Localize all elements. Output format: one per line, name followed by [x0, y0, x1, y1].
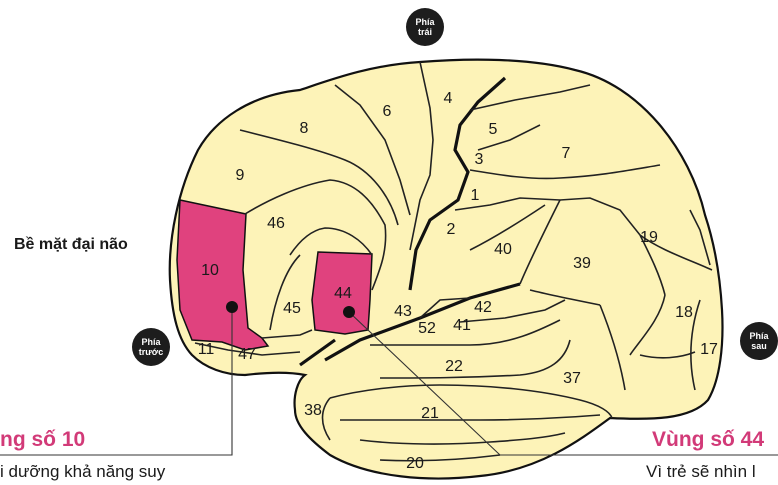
area-label-43: 43 — [394, 303, 412, 320]
area-label-37: 37 — [563, 370, 581, 387]
temporal-top-line — [299, 338, 336, 367]
area-label-6: 6 — [383, 103, 392, 120]
area-label-10: 10 — [201, 262, 219, 279]
area-label-42: 42 — [474, 299, 492, 316]
area-label-3: 3 — [475, 151, 484, 168]
area-label-20: 20 — [406, 455, 424, 472]
area-label-41: 41 — [453, 317, 471, 334]
zone-10-title: ng số 10 — [0, 428, 86, 451]
area-44-highlight — [311, 251, 373, 335]
top-badge-line1: Phía — [415, 17, 435, 27]
area-label-38: 38 — [304, 402, 322, 419]
top-direction-badge: Phía trái — [406, 8, 444, 46]
top-badge-line2: trái — [417, 27, 432, 37]
area-label-4: 4 — [444, 90, 453, 107]
back-badge-line1: Phía — [749, 331, 769, 341]
region-borders — [194, 61, 713, 462]
area-label-52: 52 — [418, 320, 436, 337]
front-direction-badge: Phía trước — [132, 328, 170, 366]
brain-surface-label: Bề mặt đại não — [14, 236, 128, 253]
pointer-dot-10 — [226, 301, 238, 313]
area-label-18: 18 — [675, 304, 693, 321]
zone-10-text: i dưỡng khả năng suy — [0, 462, 166, 481]
area-label-1: 1 — [471, 187, 480, 204]
area-label-17: 17 — [700, 341, 718, 358]
area-label-40: 40 — [494, 241, 512, 258]
area-label-22: 22 — [445, 358, 463, 375]
brain-outline — [168, 58, 724, 480]
pointer-dot-44 — [343, 306, 355, 318]
area-label-2: 2 — [447, 221, 456, 238]
area-label-8: 8 — [300, 120, 309, 137]
front-badge-line2: trước — [138, 347, 164, 357]
pointer-lines — [0, 307, 778, 456]
area-10-highlight — [176, 199, 270, 351]
area-label-39: 39 — [573, 255, 591, 272]
area-label-7: 7 — [562, 145, 571, 162]
area-label-19: 19 — [640, 229, 658, 246]
area-label-44: 44 — [334, 285, 352, 302]
zone-44-text: Vì trẻ sẽ nhìn l — [646, 462, 756, 481]
area-label-45: 45 — [283, 300, 301, 317]
area-label-46: 46 — [267, 215, 285, 232]
back-badge-line2: sau — [751, 341, 767, 351]
back-direction-badge: Phía sau — [740, 322, 778, 360]
area-label-21: 21 — [421, 405, 439, 422]
zone-44-title: Vùng số 44 — [652, 428, 765, 451]
area-label-11: 11 — [198, 341, 215, 358]
area-label-5: 5 — [489, 121, 498, 138]
front-badge-line1: Phía — [141, 337, 161, 347]
area-label-47: 47 — [238, 346, 256, 363]
area-label-9: 9 — [236, 167, 245, 184]
